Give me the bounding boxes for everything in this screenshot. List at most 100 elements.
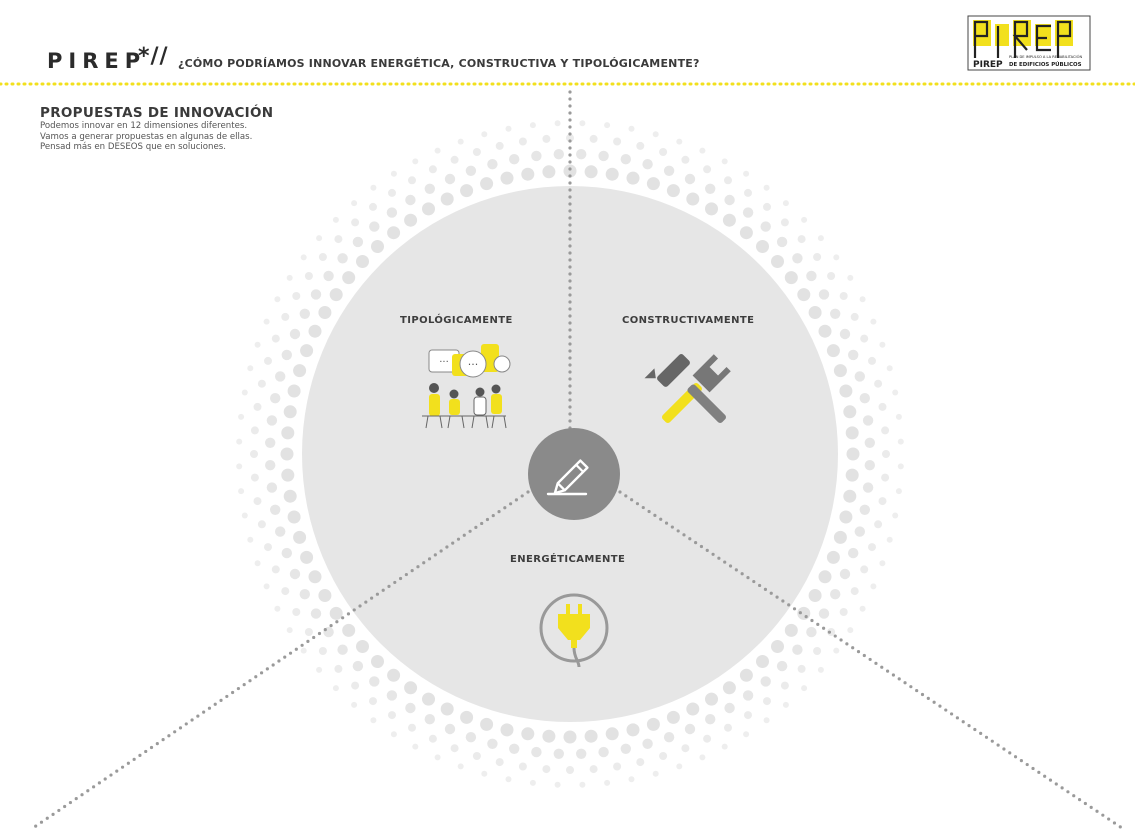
pencil-icon: [546, 459, 589, 496]
halo-dot: [444, 173, 456, 185]
halo-dot: [797, 664, 806, 673]
halo-dot: [351, 200, 358, 207]
halo-dot: [636, 141, 645, 150]
halo-dot: [390, 170, 397, 177]
halo-dot: [404, 213, 418, 227]
halo-dot: [250, 450, 258, 458]
halo-dot: [505, 776, 512, 783]
halo-dot: [390, 731, 397, 738]
halo-dot: [352, 660, 364, 672]
halo-dot: [605, 167, 619, 181]
halo-dot: [316, 666, 323, 673]
halo-dot: [744, 188, 752, 197]
intro-line: Pensad más en DESEOS que en soluciones.: [40, 142, 227, 152]
halo-dot: [699, 754, 706, 761]
halo-dot: [843, 405, 857, 419]
halo-dot: [589, 134, 598, 143]
halo-dot: [274, 296, 281, 303]
divider-left: [28, 490, 530, 832]
halo-dot: [845, 468, 859, 482]
halo-dot: [806, 270, 817, 282]
sector-label-typological: TIPOLÓGICAMENTE: [400, 315, 513, 326]
halo-dot: [827, 628, 836, 636]
halo-dot: [808, 589, 822, 602]
halo-dot: [440, 192, 454, 206]
halo-dot: [652, 131, 659, 138]
halo-dot: [334, 235, 343, 244]
halo-dot: [281, 312, 290, 321]
halo-dot: [304, 628, 313, 636]
halo-dot: [642, 159, 653, 170]
halo-dot: [742, 207, 754, 218]
halo-dot: [264, 356, 272, 365]
halo-dot: [628, 125, 635, 132]
halo-dot: [440, 702, 454, 716]
halo-dot: [882, 450, 890, 458]
halo-dot: [839, 292, 848, 300]
halo-dot: [780, 218, 789, 227]
halo-dot: [265, 437, 276, 448]
halo-dot: [724, 194, 735, 206]
halo-dot: [542, 729, 556, 743]
halo-dot: [308, 570, 322, 584]
sector-dividers: [28, 90, 1127, 832]
halo-dot: [584, 165, 598, 179]
halo-dot: [847, 274, 854, 281]
intro-title: PROPUESTAS DE INNOVACIÓN: [40, 105, 274, 121]
halo-dot: [457, 763, 464, 770]
halo-dot: [270, 504, 281, 515]
halo-dot: [254, 341, 261, 348]
halo-dot: [860, 334, 869, 343]
halo-dot: [874, 520, 883, 529]
halo-dot: [370, 717, 377, 724]
halo-dot: [797, 288, 811, 302]
halo-dot: [241, 389, 248, 396]
halo-dot: [247, 365, 254, 372]
halo-dot: [605, 727, 619, 741]
halo-dot: [818, 289, 830, 300]
halo-dot: [428, 734, 437, 743]
halo-dot: [424, 183, 435, 194]
halo-dot: [465, 732, 477, 743]
halo-dot: [576, 149, 587, 160]
halo-dot: [554, 781, 561, 788]
halo-dot: [839, 510, 853, 524]
halo-dot: [318, 589, 332, 602]
halo-dot: [646, 717, 660, 731]
halo-dot: [724, 702, 735, 714]
halo-dot: [763, 202, 771, 211]
halo-dot: [300, 647, 307, 654]
halo-dot: [334, 664, 343, 673]
halo-dot: [666, 710, 680, 724]
halo-dot: [509, 154, 520, 165]
sector-label-energetic: ENERGÉTICAMENTE: [510, 554, 626, 565]
halo-dot: [743, 731, 750, 738]
halo-dot: [859, 296, 866, 303]
brand-name: PIREP: [47, 49, 147, 73]
halo-dot: [266, 415, 278, 426]
halo-dot: [238, 413, 245, 420]
halo-dot: [563, 164, 577, 178]
halo-dot: [839, 384, 853, 398]
halo-dot: [763, 184, 770, 191]
halo-dot: [529, 122, 536, 129]
halo-dot: [703, 734, 712, 743]
halo-dot: [859, 393, 870, 404]
halo-dot: [266, 482, 278, 493]
halo-dot: [371, 655, 384, 668]
halo-dot: [663, 165, 675, 176]
intro-line: Podemos innovar en 12 dimensiones difere…: [40, 121, 248, 131]
halo-dot: [388, 188, 396, 197]
halo-dot: [460, 710, 474, 724]
halo-dot: [846, 447, 860, 461]
halo-dot: [531, 746, 542, 758]
halo-dot: [308, 324, 322, 338]
halo-dot: [676, 763, 683, 770]
halo-dot: [500, 723, 514, 737]
halo-dot: [472, 752, 481, 760]
halo-dot: [281, 349, 292, 361]
header-question: ¿CÓMO PODRÍAMOS INNOVAR ENERGÉTICA, CONS…: [178, 57, 700, 70]
halo-dot: [854, 526, 865, 537]
halo-dot: [275, 526, 286, 537]
